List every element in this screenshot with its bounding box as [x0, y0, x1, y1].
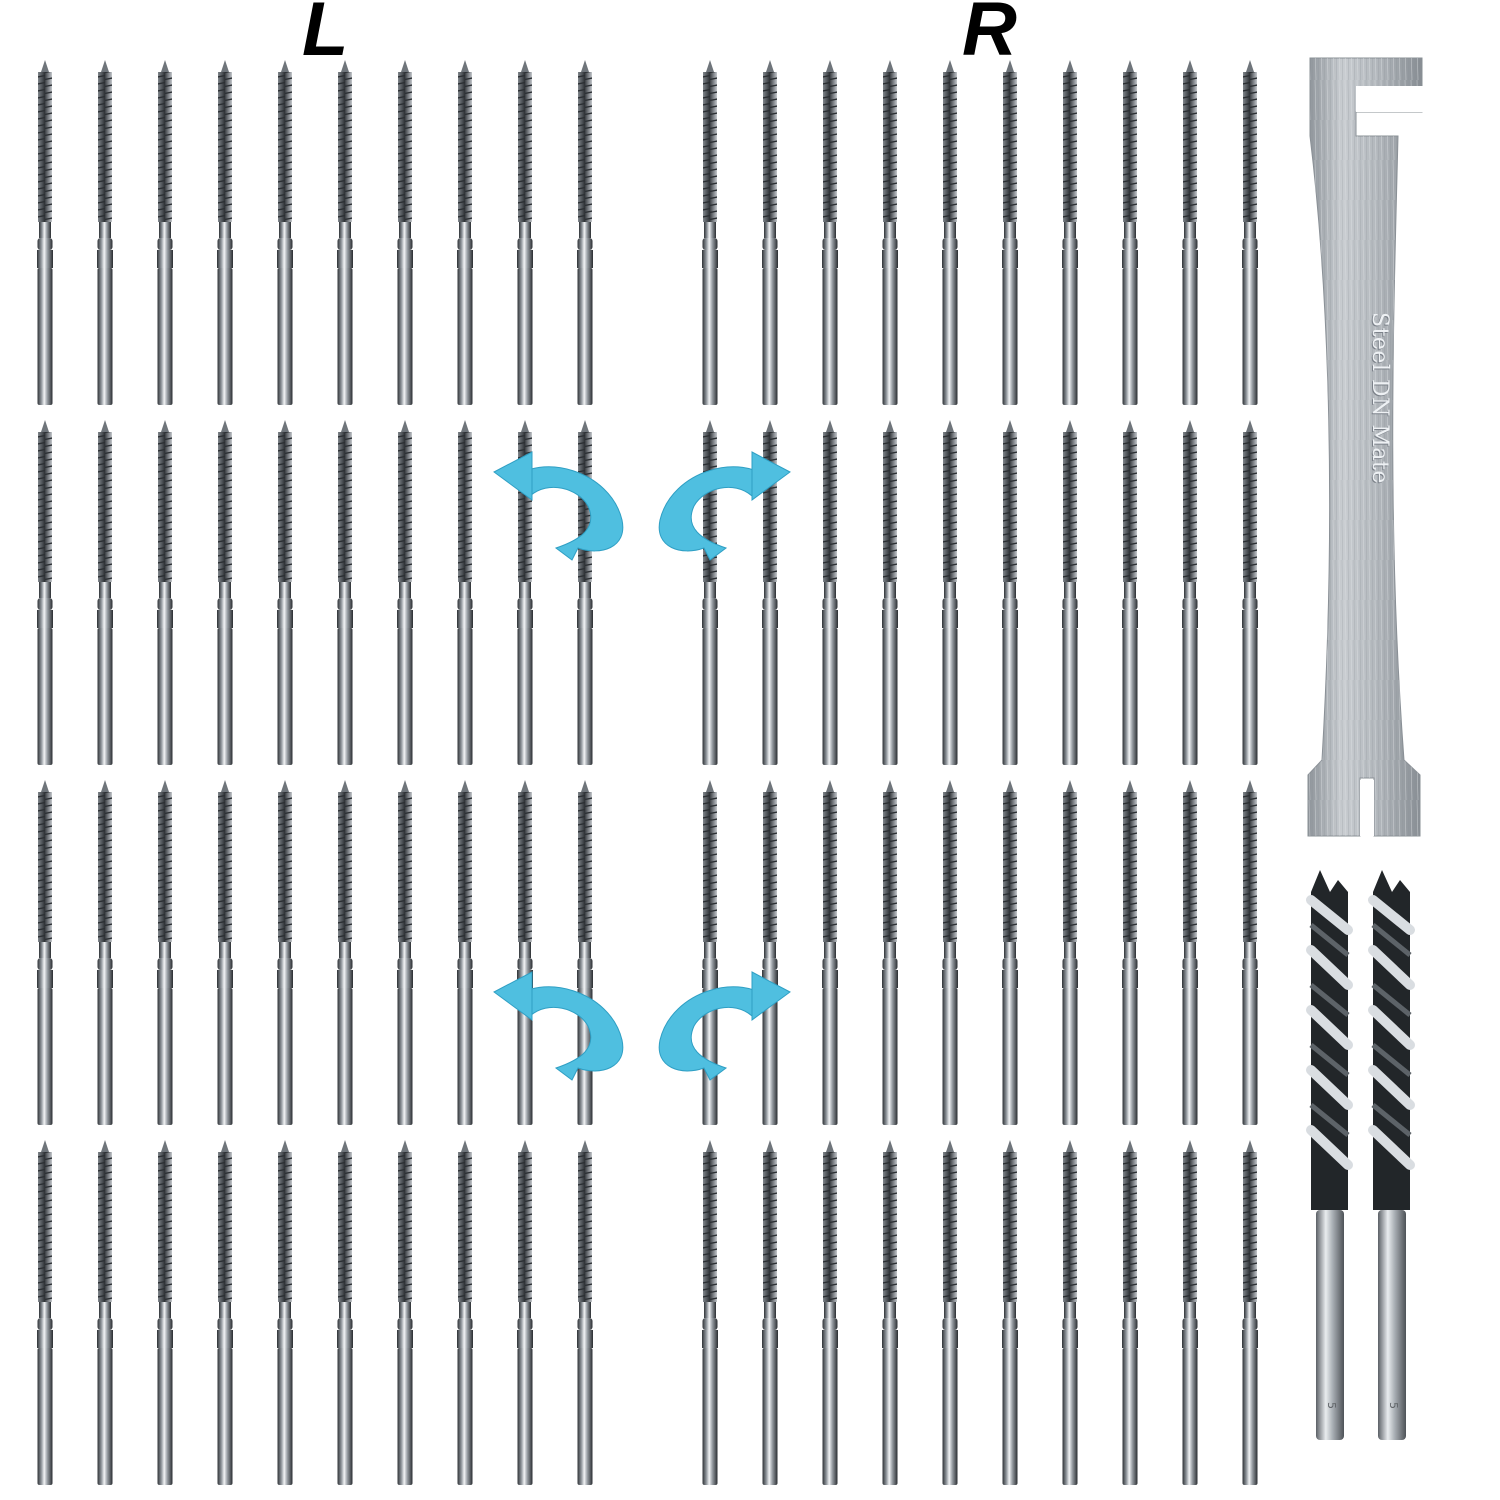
- drill-bit-1: [1306, 870, 1353, 1440]
- right-thread-screw: [822, 60, 838, 405]
- right-thread-screw: [1122, 780, 1138, 1125]
- screw-grid: [37, 60, 1258, 1485]
- left-thread-screw: [397, 780, 413, 1125]
- right-thread-screw: [1122, 1140, 1138, 1485]
- right-thread-screw: [1122, 420, 1138, 765]
- left-thread-label: L: [302, 0, 349, 72]
- drill-size-mark: 5: [1387, 1402, 1400, 1409]
- rotation-arrows: [493, 451, 791, 1081]
- right-thread-screw: [942, 60, 958, 405]
- right-thread-screw: [762, 60, 778, 405]
- left-thread-screw: [157, 780, 173, 1125]
- left-thread-screw: [577, 780, 593, 1125]
- right-thread-screw: [942, 1140, 958, 1485]
- left-thread-screw: [217, 1140, 233, 1485]
- cw-arrow-top: [658, 451, 791, 561]
- right-thread-screw: [762, 1140, 778, 1485]
- drill-bit-2: [1368, 870, 1415, 1440]
- left-thread-screw: [517, 60, 533, 405]
- left-thread-screw: [577, 1140, 593, 1485]
- left-thread-screw: [37, 780, 53, 1125]
- right-thread-screw: [702, 60, 718, 405]
- right-thread-screw: [1062, 1140, 1078, 1485]
- drill-size-mark: 5: [1325, 1402, 1338, 1409]
- right-thread-screw: [822, 1140, 838, 1485]
- left-thread-screw: [217, 780, 233, 1125]
- left-thread-screw: [277, 1140, 293, 1485]
- right-thread-screw: [1002, 60, 1018, 405]
- right-thread-screw: [822, 780, 838, 1125]
- left-thread-screw: [97, 780, 113, 1125]
- left-thread-screw: [157, 60, 173, 405]
- right-thread-label: R: [962, 0, 1017, 72]
- left-thread-screw: [457, 780, 473, 1125]
- right-thread-screw: [702, 1140, 718, 1485]
- left-thread-screw: [97, 60, 113, 405]
- left-thread-screw: [577, 60, 593, 405]
- left-thread-screw: [217, 420, 233, 765]
- left-thread-screw: [277, 780, 293, 1125]
- left-thread-screw: [337, 780, 353, 1125]
- right-thread-screw: [882, 60, 898, 405]
- right-thread-screw: [1062, 60, 1078, 405]
- left-thread-screw: [397, 60, 413, 405]
- left-thread-screw: [157, 1140, 173, 1485]
- left-thread-screw: [457, 1140, 473, 1485]
- right-thread-screw: [882, 420, 898, 765]
- left-thread-screw: [397, 1140, 413, 1485]
- drill-bits: [1306, 870, 1415, 1440]
- left-thread-screw: [97, 420, 113, 765]
- right-thread-screw: [1242, 420, 1258, 765]
- right-thread-screw: [942, 780, 958, 1125]
- right-thread-screw: [882, 1140, 898, 1485]
- right-thread-screw: [1002, 1140, 1018, 1485]
- left-thread-screw: [337, 60, 353, 405]
- right-thread-screw: [1062, 420, 1078, 765]
- left-thread-screw: [397, 420, 413, 765]
- left-thread-screw: [97, 1140, 113, 1485]
- ccw-arrow-top: [493, 451, 624, 561]
- left-thread-screw: [37, 60, 53, 405]
- left-thread-screw: [517, 780, 533, 1125]
- left-thread-screw: [37, 1140, 53, 1485]
- right-thread-screw: [822, 420, 838, 765]
- ccw-arrow-bottom: [493, 971, 624, 1081]
- left-thread-screw: [277, 420, 293, 765]
- left-thread-screw: [457, 420, 473, 765]
- left-thread-screw: [277, 60, 293, 405]
- wrench-tool: [1307, 57, 1424, 837]
- wrench-engraving: Steel DN Mate: [1367, 312, 1392, 484]
- right-thread-screw: [1002, 420, 1018, 765]
- right-thread-screw: [882, 780, 898, 1125]
- left-thread-screw: [577, 420, 593, 765]
- right-thread-screw: [1242, 780, 1258, 1125]
- right-thread-screw: [1002, 780, 1018, 1125]
- right-thread-screw: [1242, 1140, 1258, 1485]
- left-thread-screw: [337, 420, 353, 765]
- left-thread-screw: [157, 420, 173, 765]
- right-thread-screw: [762, 780, 778, 1125]
- right-thread-screw: [1062, 780, 1078, 1125]
- left-thread-screw: [217, 60, 233, 405]
- right-thread-screw: [1182, 420, 1198, 765]
- right-thread-screw: [1122, 60, 1138, 405]
- left-thread-screw: [37, 420, 53, 765]
- right-thread-screw: [1182, 780, 1198, 1125]
- left-thread-screw: [457, 60, 473, 405]
- left-thread-screw: [337, 1140, 353, 1485]
- left-thread-screw: [517, 1140, 533, 1485]
- right-thread-screw: [942, 420, 958, 765]
- cw-arrow-bottom: [658, 971, 791, 1081]
- right-thread-screw: [1182, 1140, 1198, 1485]
- right-thread-screw: [1182, 60, 1198, 405]
- right-thread-screw: [1242, 60, 1258, 405]
